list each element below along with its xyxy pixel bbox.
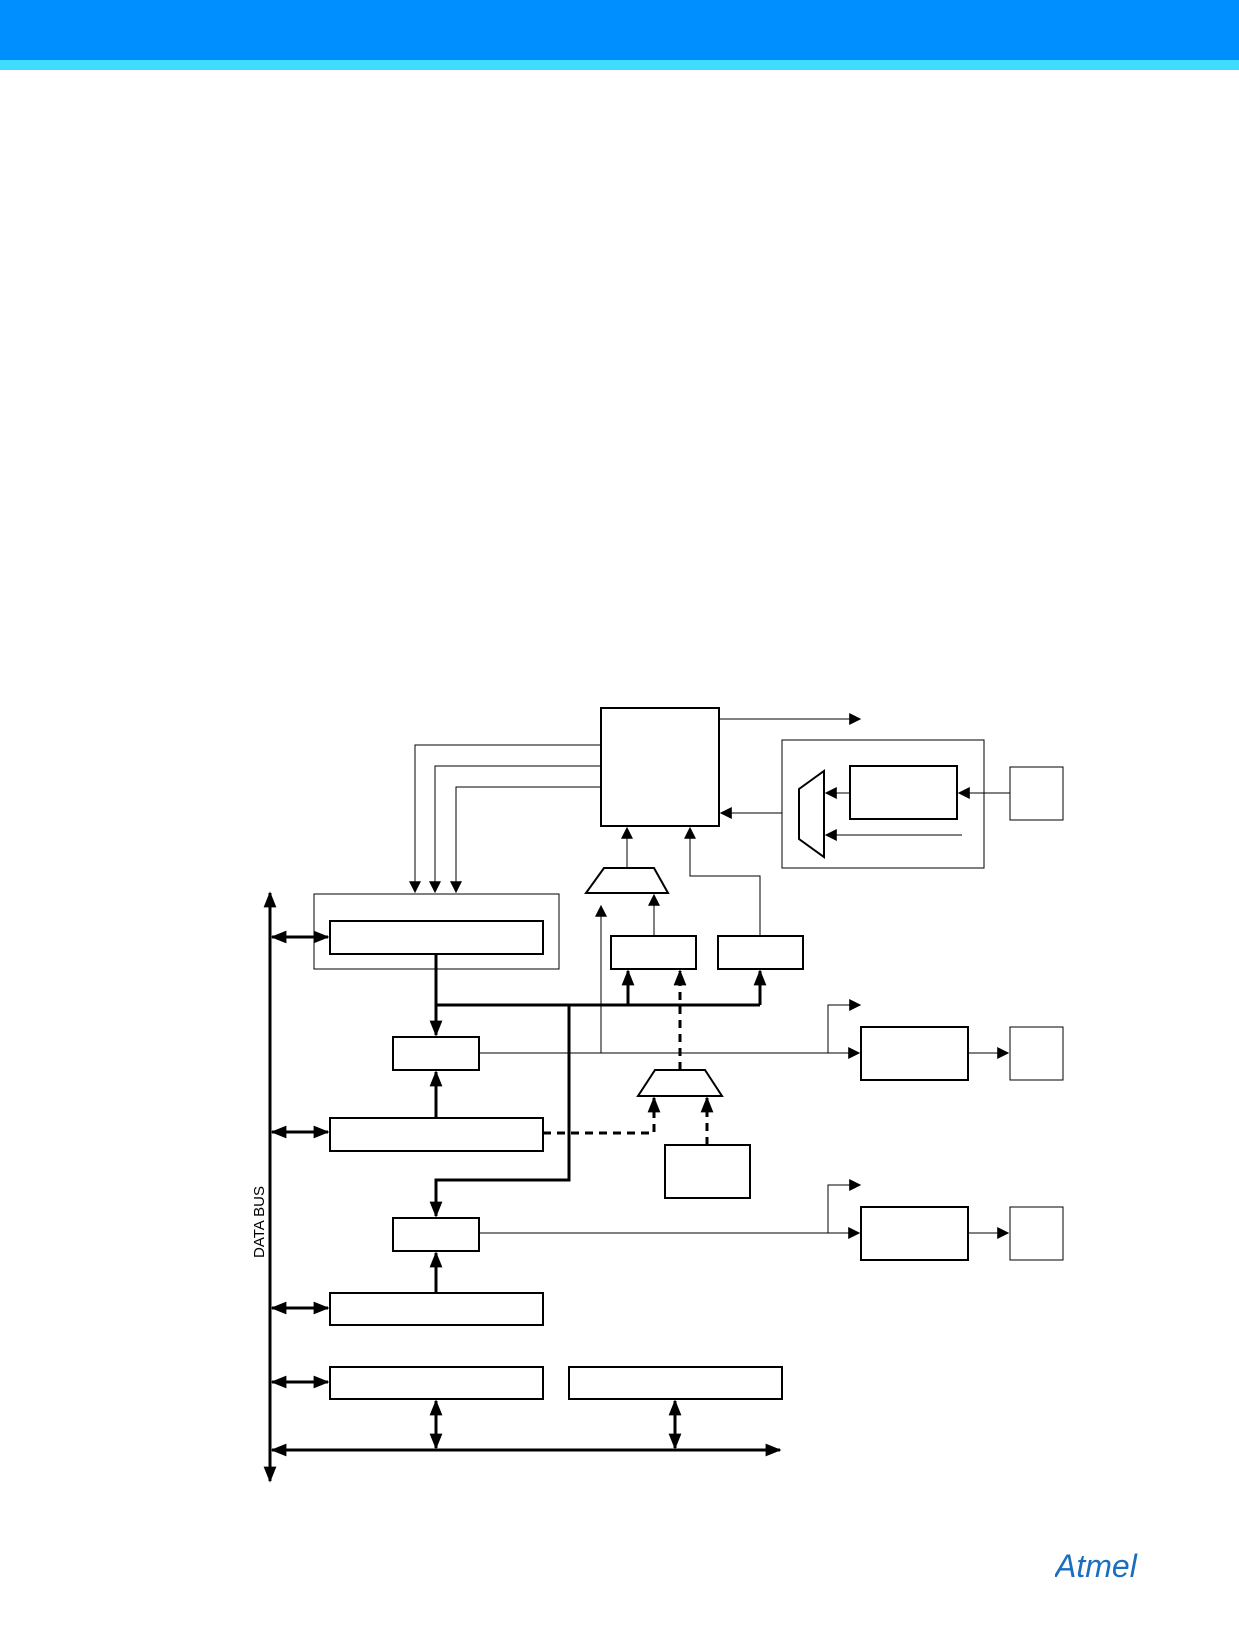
control-register-a (329, 1366, 544, 1400)
clock-select-group (781, 739, 985, 869)
compare-register-b (329, 1292, 544, 1326)
fixed-top-block (664, 1144, 751, 1199)
compare-mux-top (584, 867, 670, 894)
comparator-a (392, 1036, 480, 1071)
top-register (329, 920, 544, 955)
waveform-generator-b (860, 1206, 969, 1261)
edge-detector-block (849, 765, 958, 820)
data-bus-label: DATA BUS (251, 1186, 268, 1258)
svg-text:Atmel: Atmel (1055, 1548, 1138, 1584)
clock-input-pin (1009, 766, 1064, 821)
compare-block-b (717, 935, 804, 970)
header-stripe (0, 60, 1239, 70)
compare-register-a (329, 1117, 544, 1152)
atmel-logo: Atmel (1055, 1548, 1138, 1584)
compare-block-a (610, 935, 697, 970)
output-pin-b (1009, 1206, 1064, 1261)
waveform-generator-a (860, 1026, 969, 1081)
header-bar (0, 0, 1239, 60)
clock-mux (798, 769, 825, 859)
output-pin-a (1009, 1026, 1064, 1081)
compare-mux-bottom (636, 1069, 724, 1097)
control-register-b (568, 1366, 783, 1400)
control-logic-block (600, 707, 720, 827)
comparator-b (392, 1217, 480, 1252)
